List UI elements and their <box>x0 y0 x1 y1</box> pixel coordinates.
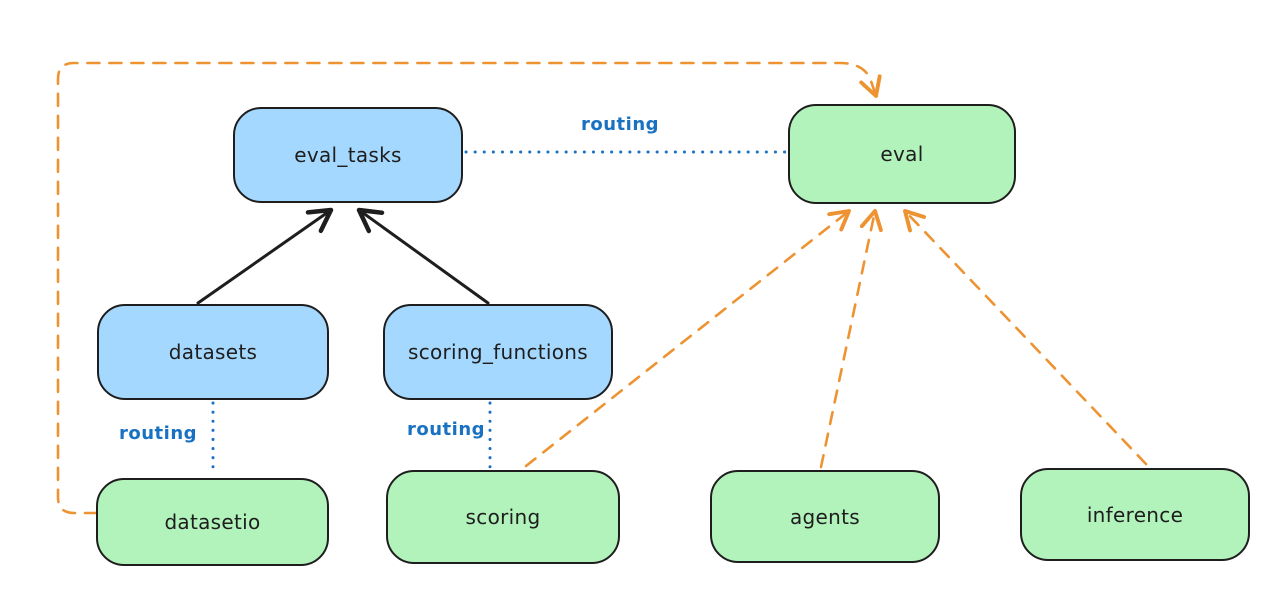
node-inference: inference <box>1020 468 1250 561</box>
node-eval-tasks-label: eval_tasks <box>294 143 402 167</box>
node-datasetio: datasetio <box>96 478 329 566</box>
node-scoring-functions: scoring_functions <box>383 304 613 400</box>
node-datasetio-label: datasetio <box>164 510 261 534</box>
node-inference-label: inference <box>1086 502 1184 527</box>
node-scoring-label: scoring <box>465 505 541 529</box>
edge-datasets-to-eval-tasks <box>196 207 334 305</box>
edge-scoring-functions-to-eval-tasks <box>356 207 490 305</box>
edge-datasetio-to-eval <box>56 61 882 515</box>
edge-inference-to-eval <box>903 209 1148 466</box>
node-agents: agents <box>710 470 940 563</box>
node-scoring: scoring <box>386 470 620 564</box>
node-scoring-functions-label: scoring_functions <box>407 340 589 364</box>
edge-label-routing-datasets-datasetio: routing <box>118 423 198 444</box>
edge-label-routing-scoring-functions-scoring: routing <box>406 419 486 440</box>
edge-label-routing-eval-tasks-eval: routing <box>580 114 660 135</box>
node-eval: eval <box>788 104 1016 204</box>
node-datasets: datasets <box>97 304 329 400</box>
node-eval-label: eval <box>880 142 924 166</box>
node-agents-label: agents <box>790 504 860 529</box>
node-eval-tasks: eval_tasks <box>233 107 463 203</box>
edge-agents-to-eval <box>819 209 883 469</box>
edge-scoring-to-eval <box>524 209 851 468</box>
node-datasets-label: datasets <box>168 340 258 364</box>
